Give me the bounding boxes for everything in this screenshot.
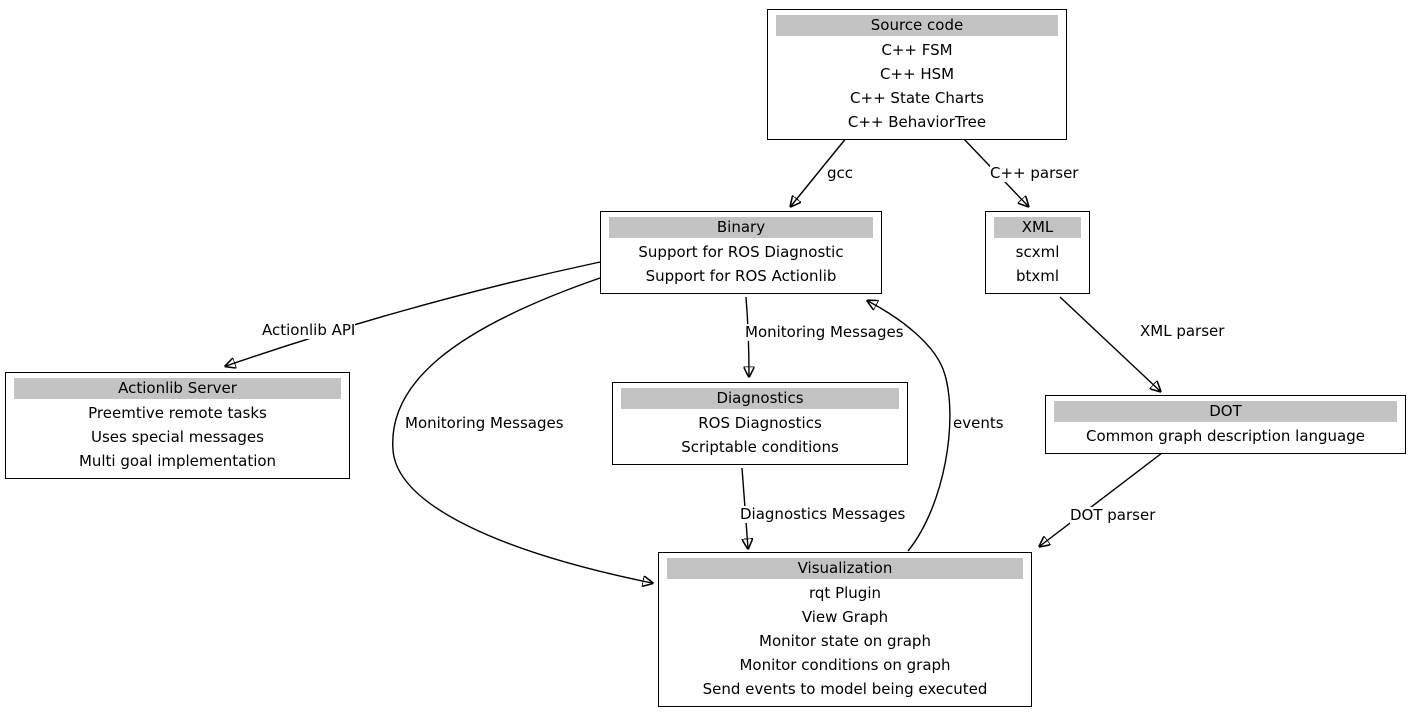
edge-visualization-to-binary — [868, 301, 951, 552]
node-diagnostics-item: ROS Diagnostics — [698, 414, 822, 432]
node-actionlib-server-title: Actionlib Server — [14, 378, 341, 399]
edge-binary-to-actionlib-server — [226, 261, 601, 366]
edge-label-gcc: gcc — [827, 164, 854, 182]
edge-label-monitoring-messages-left: Monitoring Messages — [405, 414, 564, 432]
node-binary: Binary Support for ROS Diagnostic Suppor… — [600, 211, 882, 294]
node-dot-title: DOT — [1054, 401, 1397, 422]
node-actionlib-server-item: Multi goal implementation — [78, 452, 277, 470]
node-xml-item: scxml — [1015, 243, 1060, 261]
node-source-code-item: C++ HSM — [879, 65, 955, 83]
edge-label-xml-parser: XML parser — [1140, 322, 1225, 340]
node-visualization-title: Visualization — [667, 558, 1023, 579]
edge-label-actionlib-api: Actionlib API — [262, 321, 356, 339]
edge-label-diagnostics-messages: Diagnostics Messages — [740, 505, 906, 523]
node-diagnostics: Diagnostics ROS Diagnostics Scriptable c… — [612, 382, 908, 465]
edge-label-dot-parser: DOT parser — [1070, 506, 1156, 524]
node-xml-title: XML — [994, 217, 1081, 238]
node-binary-item: Support for ROS Actionlib — [645, 267, 837, 285]
node-actionlib-server-item: Uses special messages — [91, 428, 264, 446]
edge-source-code-to-binary — [791, 136, 848, 206]
node-visualization-item: rqt Plugin — [809, 584, 881, 602]
node-visualization-item: Monitor state on graph — [759, 632, 931, 650]
edge-label-events: events — [953, 414, 1004, 432]
node-actionlib-server: Actionlib Server Preemtive remote tasks … — [5, 372, 350, 479]
node-diagnostics-item: Scriptable conditions — [681, 438, 839, 456]
node-visualization: Visualization rqt Plugin View Graph Moni… — [658, 552, 1032, 707]
node-xml: XML scxml btxml — [985, 211, 1090, 294]
node-dot-item: Common graph description language — [1085, 427, 1365, 445]
node-visualization-item: Send events to model being executed — [702, 680, 988, 698]
node-source-code-item: C++ BehaviorTree — [847, 113, 987, 131]
node-visualization-item: Monitor conditions on graph — [739, 656, 951, 674]
edge-binary-to-visualization — [392, 277, 652, 583]
node-xml-item: btxml — [1015, 267, 1060, 285]
node-visualization-item: View Graph — [801, 608, 889, 626]
node-source-code-item: C++ State Charts — [850, 89, 984, 107]
edge-xml-to-dot — [1059, 296, 1160, 391]
node-actionlib-server-item: Preemtive remote tasks — [88, 404, 267, 422]
node-source-code-title: Source code — [776, 15, 1058, 36]
node-binary-title: Binary — [609, 217, 873, 238]
edge-dot-to-visualization — [1040, 452, 1163, 546]
node-diagnostics-title: Diagnostics — [621, 388, 899, 409]
node-binary-item: Support for ROS Diagnostic — [638, 243, 844, 261]
node-dot: DOT Common graph description language — [1045, 395, 1406, 454]
node-source-code: Source code C++ FSM C++ HSM C++ State Ch… — [767, 9, 1067, 140]
edge-label-cpp-parser: C++ parser — [990, 164, 1079, 182]
edge-label-monitoring-messages-center: Monitoring Messages — [745, 323, 904, 341]
node-source-code-item: C++ FSM — [881, 41, 953, 59]
